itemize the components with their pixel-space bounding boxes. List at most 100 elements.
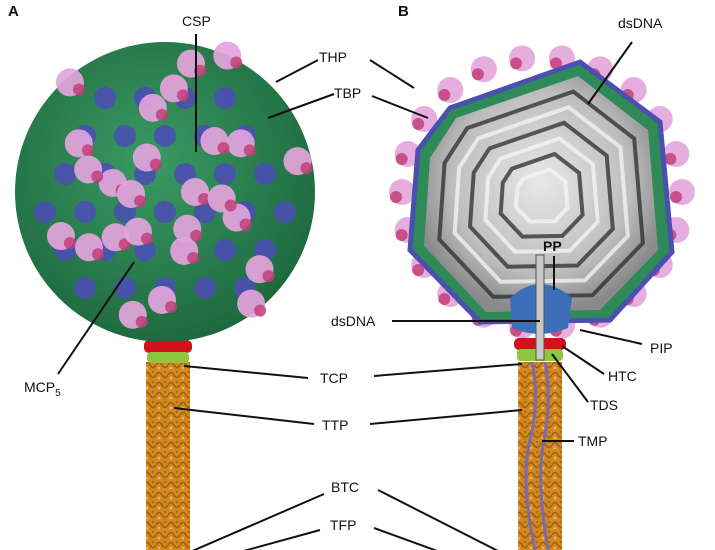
mcp-hexamer — [214, 87, 236, 109]
text-labels: A B CSP THP TBP MCP5 dsDNA PP dsDNA PIP … — [8, 3, 673, 533]
tbp-spot — [412, 263, 425, 276]
label-csp: CSP — [182, 13, 211, 29]
tbp-spot — [81, 144, 94, 157]
leader-ttp-b — [369, 409, 523, 425]
tbp-spot — [187, 251, 200, 264]
tbp-spot — [438, 88, 451, 101]
tbp-spot — [254, 304, 267, 317]
leader-tbp-a — [267, 93, 335, 119]
mcp-hexamer — [154, 125, 176, 147]
tbp-spot — [164, 300, 177, 313]
tbp-spot — [300, 162, 313, 175]
tbp-spot — [91, 248, 104, 261]
tail-tube-b — [518, 362, 562, 550]
label-thp: THP — [319, 49, 347, 65]
leader-lines — [57, 34, 643, 550]
label-tmp: TMP — [578, 433, 608, 449]
tbp-spot — [262, 270, 275, 283]
label-tbp: TBP — [334, 85, 361, 101]
tbp-spot — [395, 152, 408, 165]
tbp-spot — [72, 83, 85, 96]
mcp-hexamer — [114, 125, 136, 147]
tbp-spot — [224, 199, 237, 212]
mcp-hexamer — [74, 201, 96, 223]
tbp-spot — [438, 293, 451, 306]
capsid-a — [15, 42, 315, 342]
tbp-spot — [149, 158, 162, 171]
label-dsdna-top: dsDNA — [618, 15, 663, 31]
tbp-spot — [664, 152, 677, 165]
label-tds: TDS — [590, 397, 618, 413]
tbp-spot — [176, 89, 189, 102]
dna-layer — [513, 167, 570, 224]
leader-btc-b — [377, 489, 499, 550]
panel-label-a: A — [8, 3, 19, 20]
tbp-spot — [118, 238, 131, 251]
tail-collar-red-a — [144, 340, 192, 353]
tbp-spot — [217, 142, 230, 155]
tbp-spot — [91, 170, 104, 183]
thp-decorations-a — [46, 41, 313, 329]
panel-label-b: B — [398, 3, 409, 20]
tbp-spot — [155, 108, 168, 121]
mcp-hexamer — [254, 163, 276, 185]
mcp-hexamer — [154, 201, 176, 223]
mcp-hexamer — [34, 201, 56, 223]
dna-layer — [498, 151, 585, 239]
tbp-spot — [412, 118, 425, 131]
dna-channel — [535, 254, 545, 361]
tbp-spot — [670, 191, 682, 203]
leader-tfp-a — [243, 529, 321, 550]
tbp-spot — [135, 315, 148, 328]
leader-mcp — [57, 261, 135, 375]
label-tfp: TFP — [330, 517, 356, 533]
tbp-spot — [243, 144, 256, 157]
mcp-hexamer — [74, 277, 96, 299]
tbp-spot — [390, 191, 402, 203]
label-ttp: TTP — [322, 417, 348, 433]
leader-pip — [579, 329, 643, 345]
mcp-hexamer — [214, 239, 236, 261]
leader-ttp-a — [173, 407, 315, 425]
dna-layer — [437, 89, 645, 299]
tbp-spot — [230, 56, 243, 69]
tbp-spot — [471, 68, 484, 81]
tbp-spot — [190, 229, 203, 242]
tbp-spot — [63, 237, 76, 250]
leader-tcp-a — [183, 365, 309, 379]
label-btc: BTC — [331, 479, 359, 495]
tbp-spot — [134, 194, 147, 207]
dna-layer — [483, 136, 600, 254]
leader-tcp-b — [373, 363, 523, 377]
mcp-hexamer — [54, 163, 76, 185]
mcp-hexamer — [194, 277, 216, 299]
mcp-hexamer — [214, 163, 236, 185]
leader-htc — [561, 345, 605, 375]
label-tcp: TCP — [320, 370, 348, 386]
leader-dsdna-top — [587, 41, 633, 105]
tbp-spot — [239, 218, 252, 231]
mcp-hexamer — [274, 201, 296, 223]
label-pip: PIP — [650, 340, 673, 356]
leader-thp-a — [275, 59, 319, 83]
dna-layers — [437, 89, 645, 299]
dna-layer — [452, 104, 630, 284]
leader-btc-a — [192, 493, 325, 550]
leader-tds — [551, 353, 589, 403]
tail-collar-green-a — [147, 352, 189, 363]
mcp-hexamer — [94, 87, 116, 109]
label-htc: HTC — [608, 368, 637, 384]
dna-layer — [467, 120, 615, 269]
tbp-spot — [198, 193, 210, 205]
label-mcp: MCP5 — [24, 379, 61, 399]
tbp-spot — [140, 232, 153, 245]
panel-b-illustration — [389, 45, 695, 550]
tail-tube-a — [146, 362, 190, 550]
leader-tfp-b — [373, 527, 438, 550]
label-dsdna-mid: dsDNA — [331, 313, 376, 329]
leader-tbp-b — [371, 95, 429, 119]
panel-a-illustration — [15, 41, 315, 550]
tbp-spot — [549, 57, 562, 70]
